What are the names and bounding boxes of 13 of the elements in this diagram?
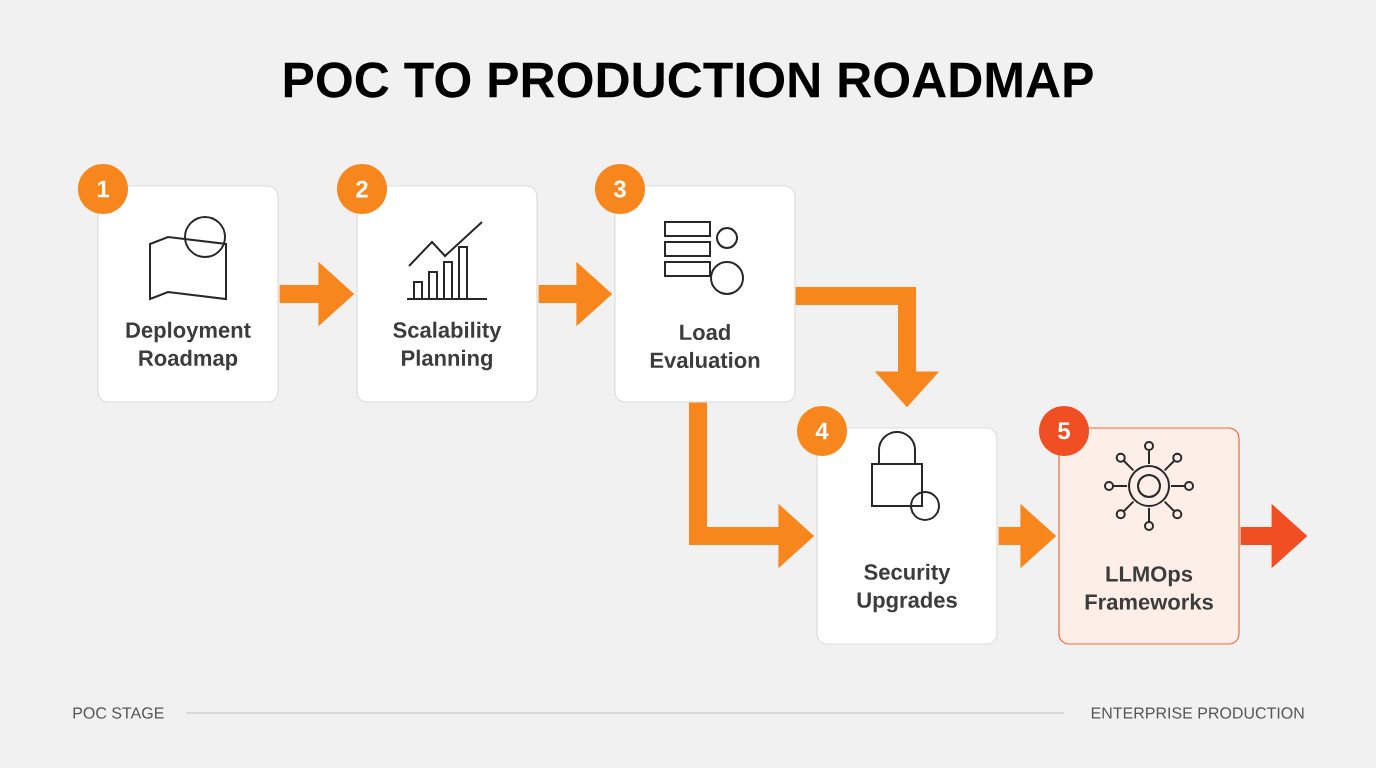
step-badge: 5 [1039, 406, 1089, 456]
card-title: Scalability Planning [393, 321, 502, 371]
step-badge: 1 [78, 164, 128, 214]
step-badge: 4 [797, 406, 847, 456]
card-title: Deployment Roadmap [126, 321, 251, 371]
step-badge: 2 [337, 164, 387, 214]
stage-label: ENTERPRISE PRODUCTION [1091, 707, 1304, 719]
card-title: Security Upgrades [857, 563, 957, 613]
card-title: Load Evaluation [650, 323, 760, 369]
card-title: LLMOps Frameworks [1085, 566, 1213, 610]
title: POC TO PRODUCTION ROADMAP [284, 62, 1093, 98]
step-badge: 3 [595, 164, 645, 214]
stage-label: POC STAGE [73, 707, 164, 719]
